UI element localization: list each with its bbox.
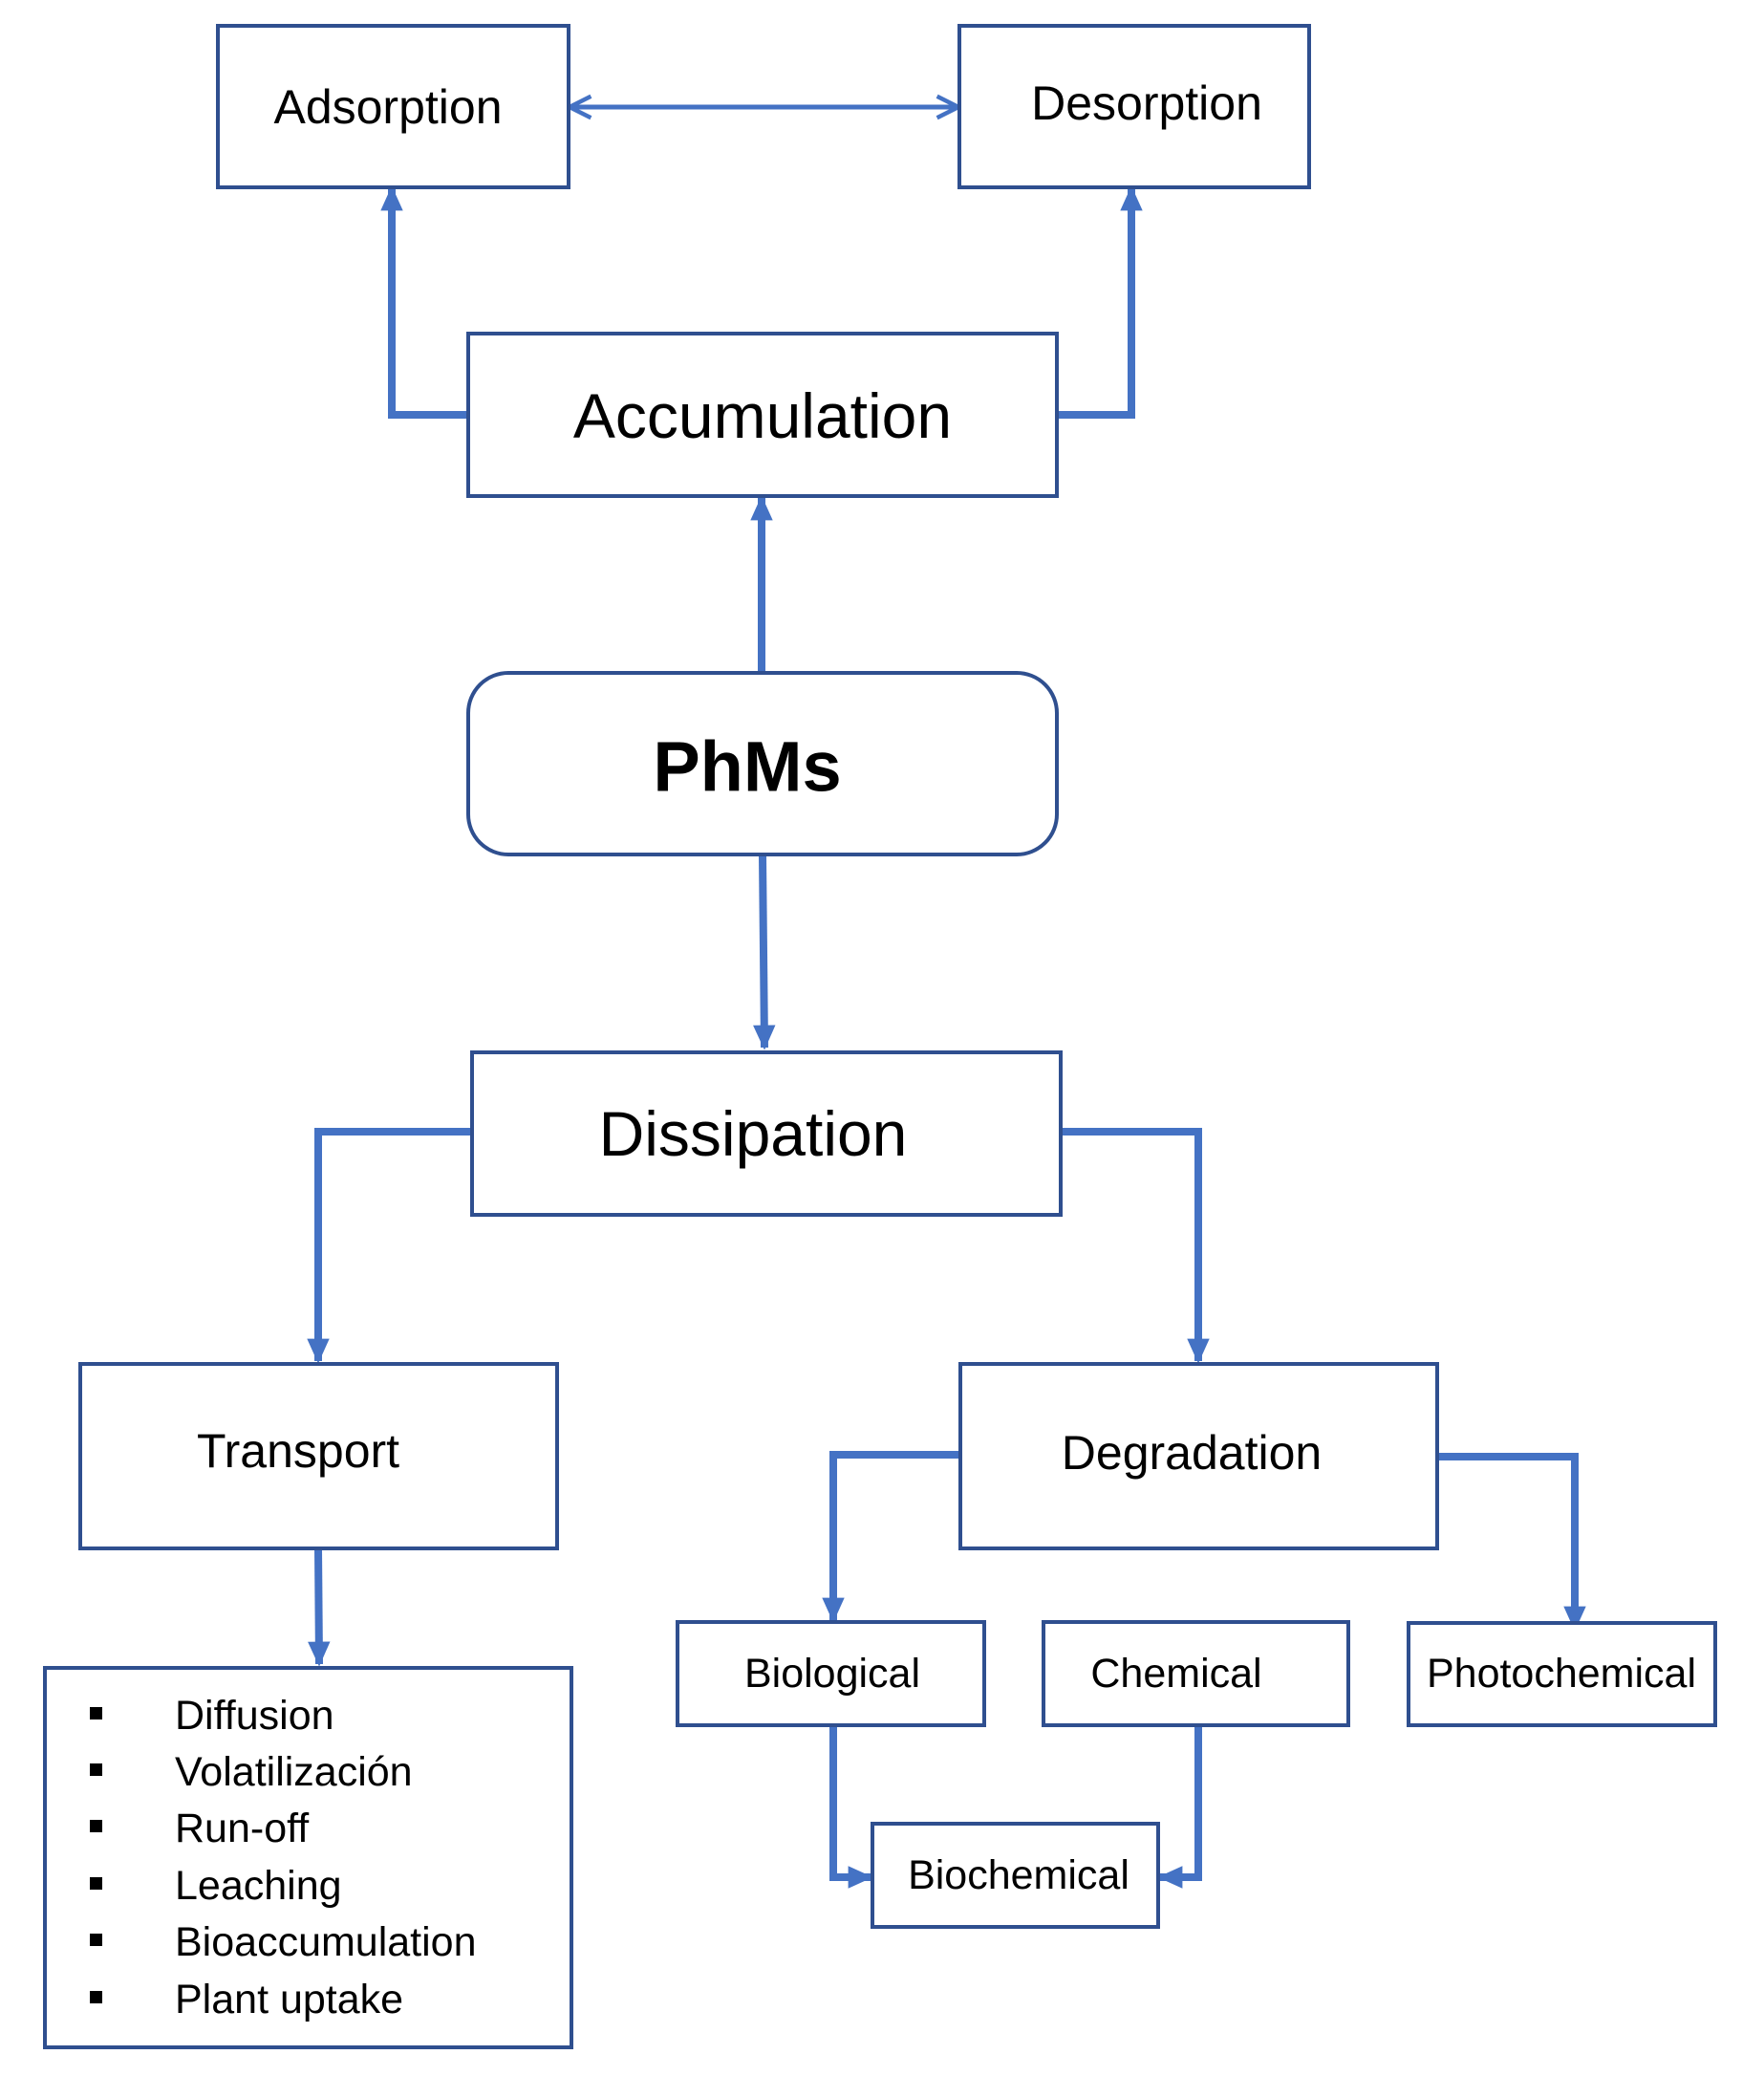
desorption-label: Desorption — [1031, 76, 1262, 130]
connectors — [307, 107, 1586, 1889]
list-bullet — [90, 1934, 102, 1946]
list-bullet — [90, 1763, 102, 1776]
list-item: Leaching — [175, 1863, 342, 1909]
node-transport: Transport — [78, 1362, 559, 1550]
node-biochemical: Biochemical — [871, 1822, 1160, 1929]
node-chemical: Chemical — [1042, 1620, 1350, 1727]
list-item: Plant uptake — [175, 1977, 403, 2022]
accumulation-to-desorption-arrow — [1057, 185, 1143, 419]
node-desorption: Desorption — [957, 24, 1311, 189]
accumulation-to-adsorption-arrow — [380, 185, 468, 419]
dissipation-to-transport-arrow — [307, 1128, 471, 1364]
node-adsorption: Adsorption — [216, 24, 570, 189]
dissipation-label: Dissipation — [599, 1098, 908, 1169]
node-phms: PhMs — [466, 671, 1059, 856]
node-biological: Biological — [676, 1620, 986, 1727]
list-item: Volatilización — [175, 1749, 413, 1795]
photochemical-label: Photochemical — [1427, 1651, 1696, 1697]
adsorption-label: Adsorption — [273, 80, 502, 134]
degradation-label: Degradation — [1062, 1426, 1322, 1480]
phms-label: PhMs — [653, 727, 841, 807]
dissipation-to-degradation-arrow — [1061, 1128, 1210, 1364]
transport-list-items: Diffusion Volatilización Run-off Leachin… — [90, 1693, 477, 2022]
chemical-label: Chemical — [1090, 1651, 1261, 1697]
node-degradation: Degradation — [958, 1362, 1439, 1550]
node-dissipation: Dissipation — [470, 1050, 1063, 1217]
list-bullet — [90, 1991, 102, 2003]
accumulation-label: Accumulation — [573, 380, 952, 451]
list-item: Diffusion — [175, 1693, 334, 1739]
node-photochemical: Photochemical — [1407, 1621, 1717, 1727]
chemical-to-biochemical-arrow — [1157, 1726, 1202, 1889]
list-item: Bioaccumulation — [175, 1919, 477, 1965]
transport-to-list-arrow — [308, 1547, 331, 1667]
list-item: Run-off — [175, 1806, 310, 1851]
biological-label: Biological — [744, 1651, 920, 1697]
biological-to-biochemical-arrow — [829, 1726, 873, 1889]
phms-to-dissipation-arrow — [753, 854, 776, 1050]
biochemical-label: Biochemical — [908, 1852, 1129, 1898]
list-bullet — [90, 1820, 102, 1832]
list-bullet — [90, 1877, 102, 1890]
transport-label: Transport — [197, 1424, 399, 1478]
node-accumulation: Accumulation — [466, 332, 1059, 498]
list-bullet — [90, 1707, 102, 1719]
node-transport-list: Diffusion Volatilización Run-off Leachin… — [43, 1666, 573, 2049]
degradation-to-biological-arrow — [822, 1451, 960, 1623]
degradation-to-photochemical-arrow — [1437, 1453, 1586, 1632]
